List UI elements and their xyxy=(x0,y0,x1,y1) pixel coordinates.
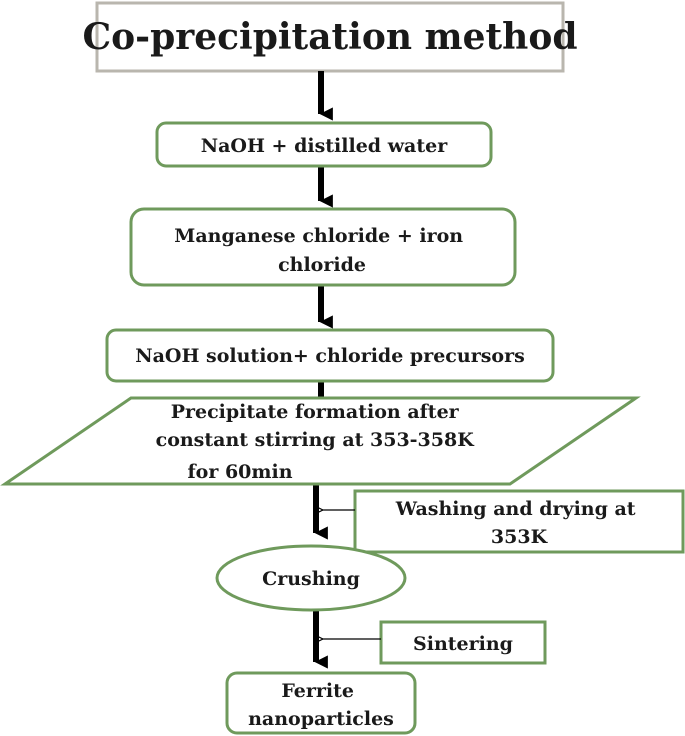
step-precipitate-label: Precipitate formation after constant sti… xyxy=(156,401,481,483)
diagram-title: Co-precipitation method xyxy=(82,16,577,58)
title-box: Co-precipitation method xyxy=(82,1,578,73)
step-precipitate-line1: Precipitate formation after xyxy=(171,401,460,423)
side-washing-drying-label: Washing and drying at 353K xyxy=(395,498,642,548)
step-ferrite-nanoparticles: Ferrite nanoparticles xyxy=(225,671,417,735)
side-sintering-label: Sintering xyxy=(413,633,513,655)
side-sintering: Sintering xyxy=(379,620,547,665)
side-washing-drying: Washing and drying at 353K xyxy=(353,489,685,554)
step-chlorides-label: Manganese chloride + iron chloride xyxy=(174,225,469,276)
step-naoh-water: NaOH + distilled water xyxy=(155,121,493,168)
step-naoh-precursors: NaOH solution+ chloride precursors xyxy=(105,328,555,383)
step-ferrite-label: Ferrite nanoparticles xyxy=(248,680,394,730)
step-crushing: Crushing xyxy=(215,544,407,612)
step-precipitate: Precipitate formation after constant sti… xyxy=(0,396,641,486)
step-precipitate-line3: for 60min xyxy=(187,461,292,483)
step-chlorides-line2: chloride xyxy=(278,254,366,276)
step-ferrite-line1: Ferrite xyxy=(281,680,354,702)
step-ferrite-line2: nanoparticles xyxy=(248,708,394,730)
step-naoh-precursors-label: NaOH solution+ chloride precursors xyxy=(135,345,525,367)
step-chlorides-line1: Manganese chloride + iron xyxy=(174,225,463,247)
step-naoh-water-label: NaOH + distilled water xyxy=(201,135,448,157)
side-washing-drying-line1: Washing and drying at xyxy=(395,498,636,520)
side-washing-drying-line2: 353K xyxy=(491,526,549,548)
step-precipitate-line2: constant stirring at 353-358K xyxy=(156,429,476,451)
step-crushing-label: Crushing xyxy=(262,568,360,590)
step-chlorides: Manganese chloride + iron chloride xyxy=(129,207,517,287)
